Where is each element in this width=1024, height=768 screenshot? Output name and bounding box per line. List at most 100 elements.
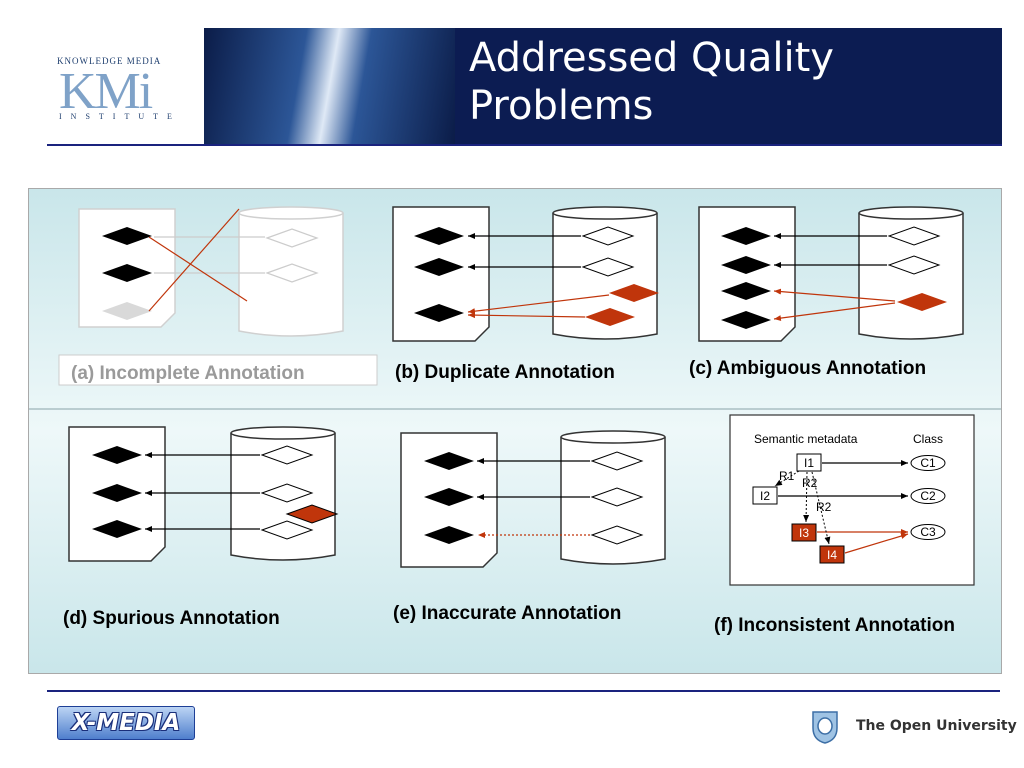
caption-inconsistent-annotation: (f) Inconsistent Annotation (714, 615, 955, 636)
kmi-logo-mark: KMi (59, 63, 153, 120)
duplicate-instance-diamond (585, 308, 635, 326)
annotation-diamond (721, 311, 771, 329)
instance-diamond (260, 520, 314, 540)
instance-diamond (590, 487, 644, 507)
instance-node-i2-label: I2 (760, 489, 770, 503)
instance-diamond (581, 257, 635, 277)
relation-label-r1: R1 (779, 469, 795, 483)
annotation-diamond (721, 282, 771, 300)
panel-spurious-annotation: (d) Spurious Annotation (63, 426, 339, 629)
title-bar: Addressed Quality Problems (455, 28, 1002, 144)
slide-title-line-2: Problems (469, 83, 654, 129)
annotation-diamond (414, 227, 464, 245)
annotation-diamond (102, 264, 152, 282)
database-cylinder-icon (858, 213, 964, 340)
relation-link-r1 (774, 470, 800, 487)
instance-diamond (265, 228, 319, 248)
annotation-diamond (414, 258, 464, 276)
annotation-problems-panel: (a) Incomplete Annotation (b) Duplicate … (28, 188, 1002, 674)
annotation-diamond (424, 526, 474, 544)
class-node-c3 (910, 524, 946, 540)
instance-diamond (887, 226, 941, 246)
class-label: Class (913, 432, 943, 446)
missing-annotation-diamond (102, 302, 152, 320)
caption-inaccurate-annotation: (e) Inaccurate Annotation (393, 603, 621, 624)
ambiguous-instance-diamond (897, 293, 947, 311)
annotation-diamond (92, 484, 142, 502)
instance-node-i3 (791, 523, 817, 542)
instance-node-i1 (796, 453, 822, 472)
spurious-instance-diamond (285, 504, 339, 524)
conflicting-class-link (844, 533, 909, 554)
database-cylinder-top (552, 206, 658, 220)
class-node-c1 (910, 455, 946, 471)
ambiguous-link (773, 302, 896, 322)
annotation-diamond (92, 520, 142, 538)
database-cylinder-top (560, 430, 666, 444)
database-cylinder-top (230, 426, 336, 440)
relation-label-r2: R2 (816, 500, 832, 514)
class-node-c3-label: C3 (920, 525, 936, 539)
instance-node-i2 (752, 486, 778, 505)
database-cylinder-top (858, 206, 964, 220)
database-cylinder-icon (552, 213, 658, 340)
kmi-logo: KNOWLEDGE MEDIA KMi INSTITUTE (47, 28, 204, 144)
instance-diamond (581, 226, 635, 246)
annotation-diamond (721, 227, 771, 245)
ambiguous-link (773, 288, 896, 302)
caption-box (58, 354, 378, 386)
annotation-diamond (92, 446, 142, 464)
panel-ambiguous-annotation: (c) Ambiguous Annotation (689, 206, 964, 379)
cross-out-line (148, 208, 240, 312)
annotation-diamond (102, 227, 152, 245)
duplicate-link (467, 312, 586, 319)
header-light-streak-image (204, 28, 455, 144)
panel-inconsistent-annotation: Semantic metadata Class I1 I2 I3 I4 C1 C… (714, 414, 975, 636)
caption-ambiguous-annotation: (c) Ambiguous Annotation (689, 358, 926, 379)
instance-diamond (265, 263, 319, 283)
database-cylinder-top (238, 206, 344, 220)
semantic-metadata-label: Semantic metadata (754, 432, 858, 446)
instance-node-i1-label: I1 (804, 456, 814, 470)
annotation-diamond (721, 256, 771, 274)
kmi-logo-bottom-text: INSTITUTE (59, 112, 181, 121)
cross-out-line (148, 236, 248, 302)
relation-link-r2 (811, 471, 831, 545)
duplicate-link (467, 294, 610, 315)
caption-incomplete-annotation: (a) Incomplete Annotation (71, 363, 305, 384)
instance-diamond (590, 525, 644, 545)
annotation-diamond (414, 304, 464, 322)
xmedia-logo-text: X-MEDIA (71, 710, 181, 736)
annotation-diamond (424, 452, 474, 470)
panel-incomplete-annotation: (a) Incomplete Annotation (58, 206, 378, 386)
instance-diamond (260, 483, 314, 503)
open-university-logo: The Open University (810, 710, 1017, 750)
slide-title: Addressed Quality Problems (469, 34, 834, 130)
instance-node-i3-label: I3 (799, 526, 809, 540)
panel-duplicate-annotation: (b) Duplicate Annotation (392, 206, 659, 383)
document-icon (698, 206, 796, 342)
xmedia-logo: X-MEDIA (57, 706, 195, 740)
relation-label-r2: R2 (802, 476, 818, 490)
annotation-diamond (424, 488, 474, 506)
instance-diamond (260, 445, 314, 465)
open-university-shield-icon (812, 711, 838, 744)
class-node-c1-label: C1 (920, 456, 936, 470)
class-node-c2-label: C2 (920, 489, 936, 503)
relation-link-r2 (803, 471, 810, 523)
instance-diamond (590, 451, 644, 471)
footer-divider (47, 690, 1000, 692)
instance-node-i4-label: I4 (827, 548, 837, 562)
caption-duplicate-annotation: (b) Duplicate Annotation (395, 362, 615, 383)
instance-diamond (887, 255, 941, 275)
open-university-logo-text: The Open University (856, 718, 1017, 734)
instance-node-i4 (819, 545, 845, 564)
slide-title-line-1: Addressed Quality (469, 35, 834, 81)
annotation-problems-diagram: (a) Incomplete Annotation (b) Duplicate … (29, 206, 1001, 636)
panel-inaccurate-annotation: (e) Inaccurate Annotation (393, 430, 666, 624)
kmi-logo-top-text: KNOWLEDGE MEDIA (57, 56, 162, 66)
caption-spurious-annotation: (d) Spurious Annotation (63, 608, 280, 629)
header: KNOWLEDGE MEDIA KMi INSTITUTE Addressed … (47, 28, 1002, 146)
duplicate-instance-diamond (609, 284, 659, 302)
class-node-c2 (910, 488, 946, 504)
